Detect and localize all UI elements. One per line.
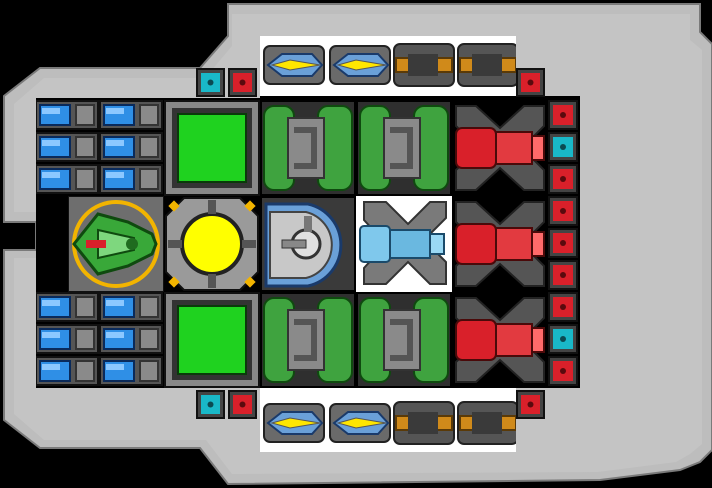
battery-cell[interactable] (36, 100, 99, 130)
lower-battery-bank (36, 292, 163, 386)
yellow-missile-icon[interactable] (329, 45, 391, 85)
upper-fuel-tanks (262, 102, 450, 194)
bottom-left-modules (196, 390, 257, 419)
top-left-modules (196, 68, 257, 97)
cyan-module-icon[interactable] (196, 390, 225, 419)
yellow-missile-icon[interactable] (263, 403, 325, 443)
battery-cell[interactable] (99, 324, 163, 354)
top-weapons-row (262, 40, 516, 90)
red-module-icon[interactable] (548, 260, 578, 290)
red-module-icon[interactable] (516, 68, 548, 98)
red-module-icon[interactable] (548, 228, 578, 258)
bronze-cannon-icon[interactable] (393, 43, 455, 87)
red-module-icon[interactable] (548, 356, 578, 386)
red-module-icon[interactable] (548, 292, 578, 322)
bronze-cannon-icon[interactable] (457, 401, 516, 445)
battery-cell[interactable] (36, 164, 99, 194)
fuel-tank[interactable] (262, 102, 354, 194)
fuel-tank[interactable] (358, 294, 450, 386)
ice-blue-engine-icon[interactable] (356, 196, 452, 292)
green-screen-icon[interactable] (164, 292, 260, 388)
battery-cell[interactable] (99, 164, 163, 194)
ship-cockpit-icon[interactable] (68, 196, 164, 292)
thruster-column (455, 105, 545, 383)
cyan-module-icon[interactable] (548, 324, 578, 354)
upper-battery-bank (36, 100, 163, 194)
battery-cell[interactable] (36, 132, 99, 162)
cyan-module-icon[interactable] (548, 132, 578, 162)
red-module-icon[interactable] (548, 164, 578, 194)
bottom-weapons-row (262, 398, 516, 448)
red-module-icon[interactable] (548, 100, 578, 130)
red-thruster-icon[interactable] (455, 297, 545, 383)
red-thruster-icon[interactable] (455, 105, 545, 191)
red-module-icon[interactable] (548, 196, 578, 226)
red-module-icon[interactable] (516, 390, 548, 420)
battery-cell[interactable] (99, 100, 163, 130)
red-module-icon[interactable] (228, 68, 257, 97)
fuel-tank[interactable] (358, 102, 450, 194)
dome-turret-icon[interactable] (260, 196, 356, 292)
right-module-column (548, 100, 578, 386)
fuel-tank[interactable] (262, 294, 354, 386)
yellow-core-icon[interactable] (164, 196, 260, 292)
yellow-missile-icon[interactable] (263, 45, 325, 85)
yellow-missile-icon[interactable] (329, 403, 391, 443)
lower-fuel-tanks (262, 294, 450, 386)
bronze-cannon-icon[interactable] (393, 401, 455, 445)
bronze-cannon-icon[interactable] (457, 43, 516, 87)
green-screen-icon[interactable] (164, 100, 260, 196)
battery-cell[interactable] (99, 356, 163, 386)
battery-cell[interactable] (36, 292, 99, 322)
battery-cell[interactable] (36, 324, 99, 354)
battery-cell[interactable] (36, 356, 99, 386)
battery-cell[interactable] (99, 132, 163, 162)
cyan-module-icon[interactable] (196, 68, 225, 97)
red-module-icon[interactable] (228, 390, 257, 419)
battery-cell[interactable] (99, 292, 163, 322)
red-thruster-icon[interactable] (455, 201, 545, 287)
